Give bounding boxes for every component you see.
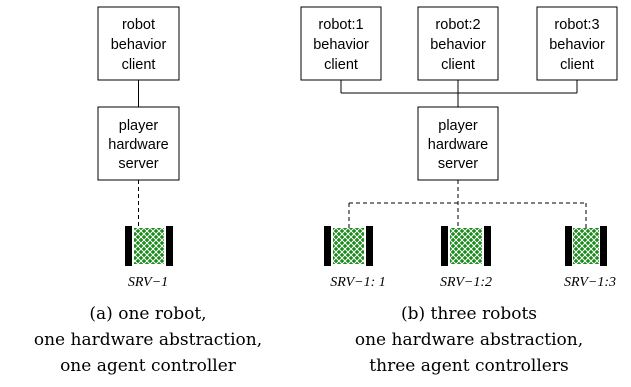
server-box-line-1: player [119, 118, 159, 134]
caption-line-1: (b) three robots [401, 304, 537, 324]
robot-label-1: SRV−1: 1 [330, 275, 385, 290]
client-box-1-line-3: client [324, 57, 358, 73]
client-box-2-line-2: behavior [430, 37, 486, 53]
robot-bus [348, 180, 587, 228]
client-box-3-line-3: client [560, 57, 594, 73]
client-box [97, 6, 180, 81]
client-box-line-3: client [122, 57, 156, 73]
panel-a: robot behavior client player hardware se… [34, 6, 262, 376]
server-box [417, 106, 499, 181]
caption-line-2: one hardware abstraction, [355, 330, 583, 350]
server-box [97, 106, 180, 181]
server-box-line-2: hardware [428, 137, 488, 153]
server-box-line-3: server [118, 156, 158, 172]
robot-label: SRV−1 [128, 275, 168, 290]
client-box-3 [536, 6, 618, 81]
server-box-line-1: player [438, 118, 478, 134]
caption-line-2: one hardware abstraction, [34, 330, 262, 350]
panel-b: robot:1 behavior client robot:2 behavior… [300, 6, 618, 376]
client-box-1 [300, 6, 382, 81]
client-box-2-line-3: client [441, 57, 475, 73]
client-bus [340, 80, 578, 107]
client-box-line-1: robot [122, 17, 155, 33]
robot-icon-1 [324, 226, 373, 266]
caption-line-1: (a) one robot, [89, 304, 206, 324]
robot-icon-2 [441, 226, 491, 266]
caption-line-3: three agent controllers [369, 356, 568, 376]
server-box-line-3: server [438, 156, 478, 172]
robot-label-2: SRV−1:2 [440, 275, 492, 290]
client-box-2-line-1: robot:2 [435, 17, 480, 33]
client-box-1-line-2: behavior [313, 37, 369, 53]
robot-icon-3 [565, 226, 607, 266]
client-box-1-line-1: robot:1 [318, 17, 363, 33]
client-box-line-2: behavior [111, 37, 167, 53]
robot-label-3: SRV−1:3 [564, 275, 616, 290]
client-box-2 [417, 6, 499, 81]
caption-line-3: one agent controller [60, 356, 237, 376]
robot-icon [125, 226, 173, 266]
server-box-line-2: hardware [108, 137, 168, 153]
client-box-3-line-2: behavior [549, 37, 605, 53]
client-box-3-line-1: robot:3 [554, 17, 599, 33]
